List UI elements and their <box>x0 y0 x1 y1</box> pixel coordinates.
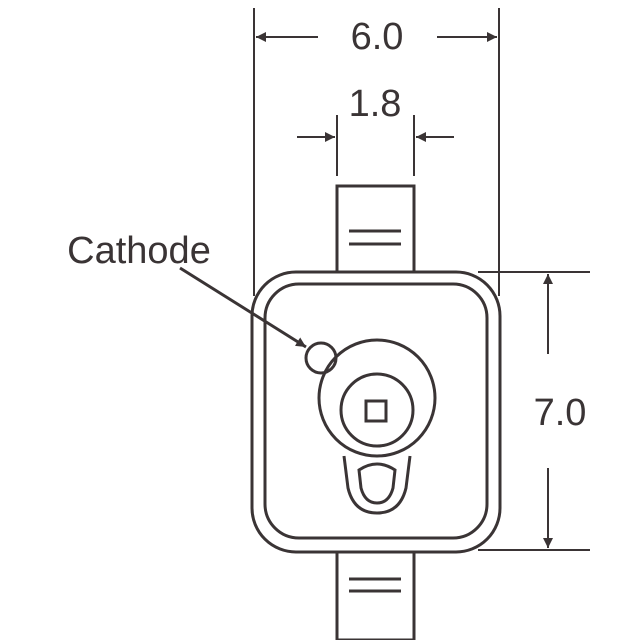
package-inner-outline <box>263 282 489 540</box>
bond-loop-outer <box>342 455 412 515</box>
dimension-lead-width: 1.8 <box>349 83 402 125</box>
bottom-lead <box>335 548 416 640</box>
cathode-label: Cathode <box>67 230 211 272</box>
dimension-overall-width: 6.0 <box>351 16 404 58</box>
lens-inner-circle <box>339 372 415 448</box>
dimension-body-height: 7.0 <box>534 392 587 434</box>
cathode-leader-arrow <box>179 266 307 349</box>
die-square <box>364 399 388 423</box>
package-body <box>250 270 502 554</box>
lens-outer-circle <box>317 338 437 458</box>
top-lead <box>335 184 416 274</box>
bond-loop-inner <box>357 462 397 505</box>
